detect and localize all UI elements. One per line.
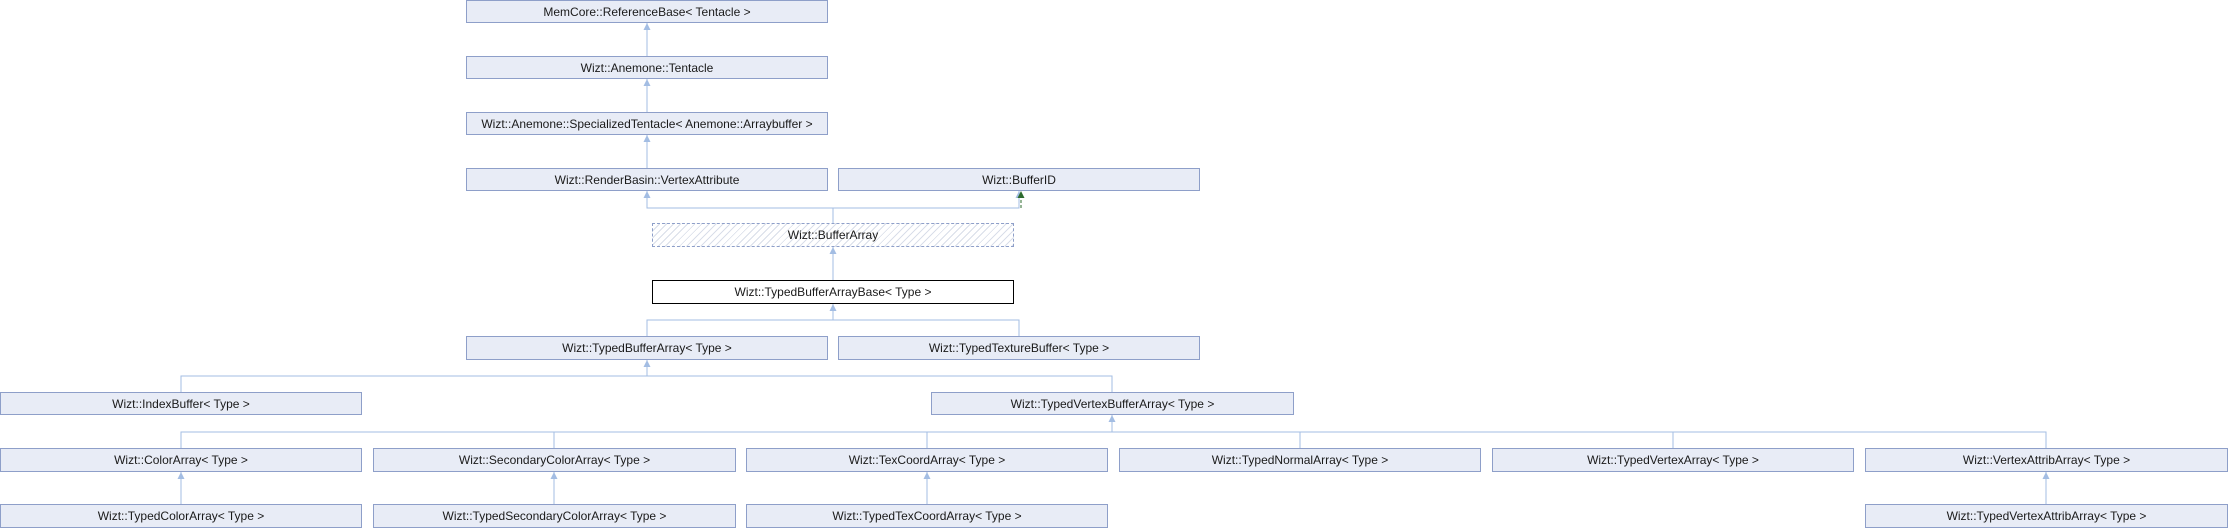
node-buffer-id[interactable]: Wizt::BufferID xyxy=(838,168,1200,191)
node-typed-buffer-array[interactable]: Wizt::TypedBufferArray< Type > xyxy=(466,336,828,360)
edge-arrowhead xyxy=(643,191,651,198)
edge-arrowhead xyxy=(829,247,837,254)
node-typed-normal-array[interactable]: Wizt::TypedNormalArray< Type > xyxy=(1119,448,1481,472)
edge-arrowhead xyxy=(177,472,185,479)
node-tentacle[interactable]: Wizt::Anemone::Tentacle xyxy=(466,56,828,79)
edge-bufferarray-to-vertexattribute xyxy=(646,191,834,223)
node-typed-vertex-buffer-array[interactable]: Wizt::TypedVertexBufferArray< Type > xyxy=(931,392,1294,415)
edge-arrowhead xyxy=(643,79,651,86)
edge-arrowhead xyxy=(2042,472,2050,479)
node-buffer-array[interactable]: Wizt::BufferArray xyxy=(652,223,1014,247)
node-index-buffer[interactable]: Wizt::IndexBuffer< Type > xyxy=(0,392,362,415)
node-vertex-attribute[interactable]: Wizt::RenderBasin::VertexAttribute xyxy=(466,168,828,191)
node-typed-buffer-array-base: Wizt::TypedBufferArrayBase< Type > xyxy=(652,280,1014,304)
edge-arrowhead xyxy=(829,304,837,311)
node-reference-base[interactable]: MemCore::ReferenceBase< Tentacle > xyxy=(466,0,828,23)
node-typed-secondary-color-array[interactable]: Wizt::TypedSecondaryColorArray< Type > xyxy=(373,504,736,528)
edge-level4-to-typedbufferarray xyxy=(180,375,1113,392)
edge-typed-children-to-base xyxy=(646,319,1020,336)
node-typed-tex-coord-array[interactable]: Wizt::TypedTexCoordArray< Type > xyxy=(746,504,1108,528)
node-specialized-tentacle[interactable]: Wizt::Anemone::SpecializedTentacle< Anem… xyxy=(466,112,828,135)
node-typed-texture-buffer[interactable]: Wizt::TypedTextureBuffer< Type > xyxy=(838,336,1200,360)
edge-arrays-bus xyxy=(180,431,2047,448)
node-typed-vertex-array[interactable]: Wizt::TypedVertexArray< Type > xyxy=(1492,448,1854,472)
node-tex-coord-array[interactable]: Wizt::TexCoordArray< Type > xyxy=(746,448,1108,472)
edge-arrowhead xyxy=(643,135,651,142)
edge-arrowhead xyxy=(1108,415,1116,422)
edge-bufferarray-to-bufferid xyxy=(833,191,1020,209)
node-color-array[interactable]: Wizt::ColorArray< Type > xyxy=(0,448,362,472)
edge-arrowhead xyxy=(643,23,651,30)
node-typed-color-array[interactable]: Wizt::TypedColorArray< Type > xyxy=(0,504,362,528)
edge-arrowhead xyxy=(643,360,651,367)
node-typed-vertex-attrib-array[interactable]: Wizt::TypedVertexAttribArray< Type > xyxy=(1865,504,2228,528)
edge-arrowhead-usage xyxy=(1017,191,1025,198)
node-secondary-color-array[interactable]: Wizt::SecondaryColorArray< Type > xyxy=(373,448,736,472)
edge-arrowhead xyxy=(923,472,931,479)
edge-arrowhead xyxy=(550,472,558,479)
node-vertex-attrib-array[interactable]: Wizt::VertexAttribArray< Type > xyxy=(1865,448,2228,472)
